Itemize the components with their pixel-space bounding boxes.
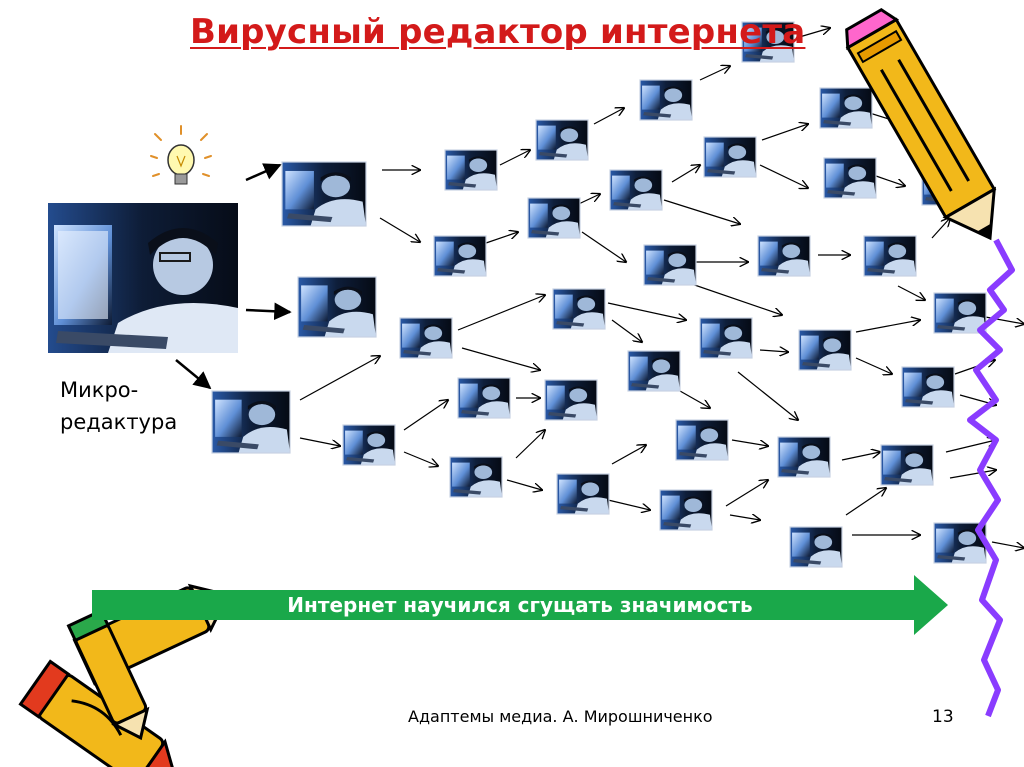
spread-arrow [380,218,420,242]
spread-arrow [760,165,808,188]
spread-arrow [404,400,448,430]
spread-arrow [507,480,542,490]
main-user-photo [48,203,238,353]
spread-arrow [726,480,768,506]
spread-arrow [404,452,438,466]
thumbnail-photo [628,351,680,391]
spread-arrow [738,372,798,420]
thumbnail-photo [799,330,851,370]
thumbnail-photo [758,236,810,276]
thumbnail-photo [660,490,712,530]
thumbnail-photo [557,474,609,514]
thumbnail-photo [212,391,290,453]
thumbnail-photo [528,198,580,238]
thumbnails-layer [212,22,986,567]
green-arrow-label: Интернет научился сгущать значимость [100,590,940,620]
thumbnail-photo [434,236,486,276]
spread-arrow [992,542,1024,548]
thumbnail-photo [553,289,605,329]
spread-arrow [680,391,710,408]
spread-arrow [876,176,905,186]
spread-arrow [842,452,880,460]
spread-arrow [762,124,808,140]
thumbnail-photo [902,367,954,407]
spread-arrow [486,232,518,243]
thumbnail-photo [282,162,366,226]
spread-arrow [760,350,788,352]
spread-arrow [500,150,530,165]
thumbnail-photo [445,150,497,190]
thumbnail-photo [824,158,876,198]
spread-arrow [300,438,340,446]
spread-arrow [846,488,886,515]
spread-arrow [300,356,380,400]
spread-arrow [950,470,996,478]
spread-arrow [932,218,950,238]
spread-arrow [732,440,768,446]
spread-arrow [856,358,892,374]
thumbnail-photo [790,527,842,567]
thumbnail-photo [640,80,692,120]
thumbnail-photo [545,380,597,420]
micro-editing-label: Микро- редактура [60,374,210,438]
spread-arrow [856,320,920,332]
spread-arrow [612,320,642,342]
spread-arrow [246,310,290,312]
micro-label-line2: редактура [60,406,210,438]
thumbnail-photo [700,318,752,358]
spread-arrow [608,303,686,320]
lightbulb-icon [151,126,211,184]
thumbnail-photo [676,420,728,460]
thumbnail-photo [343,425,395,465]
spread-arrow [608,500,650,510]
spread-arrow [672,165,700,182]
pencil-icon [840,6,1014,252]
page-title: Вирусный редактор интернета [190,12,805,52]
thumbnail-photo [881,445,933,485]
spread-arrow [730,515,760,520]
spread-arrow [582,232,626,262]
spread-arrow [898,286,925,300]
thumbnail-photo [536,120,588,160]
micro-label-line1: Микро- [60,374,210,406]
spread-arrow [612,445,646,464]
footer-text: Адаптемы медиа. А. Мирошниченко [408,707,713,726]
thumbnail-photo [864,236,916,276]
thumbnail-photo [644,245,696,285]
spread-arrow [458,295,545,330]
spread-arrow [594,108,624,124]
thumbnail-photo [458,378,510,418]
thumbnail-photo [934,293,986,333]
thumbnail-photo [610,170,662,210]
spread-arrow [516,430,545,458]
thumbnail-photo [820,88,872,128]
thumbnail-photo [704,137,756,177]
thumbnail-photo [400,318,452,358]
page-number: 13 [932,707,954,727]
thumbnail-photo [298,277,376,337]
spread-arrow [664,200,740,224]
thumbnail-photo [450,457,502,497]
spread-arrow [462,348,540,370]
spread-arrow [246,165,280,180]
thumbnail-photo [778,437,830,477]
spread-arrow [700,66,730,80]
